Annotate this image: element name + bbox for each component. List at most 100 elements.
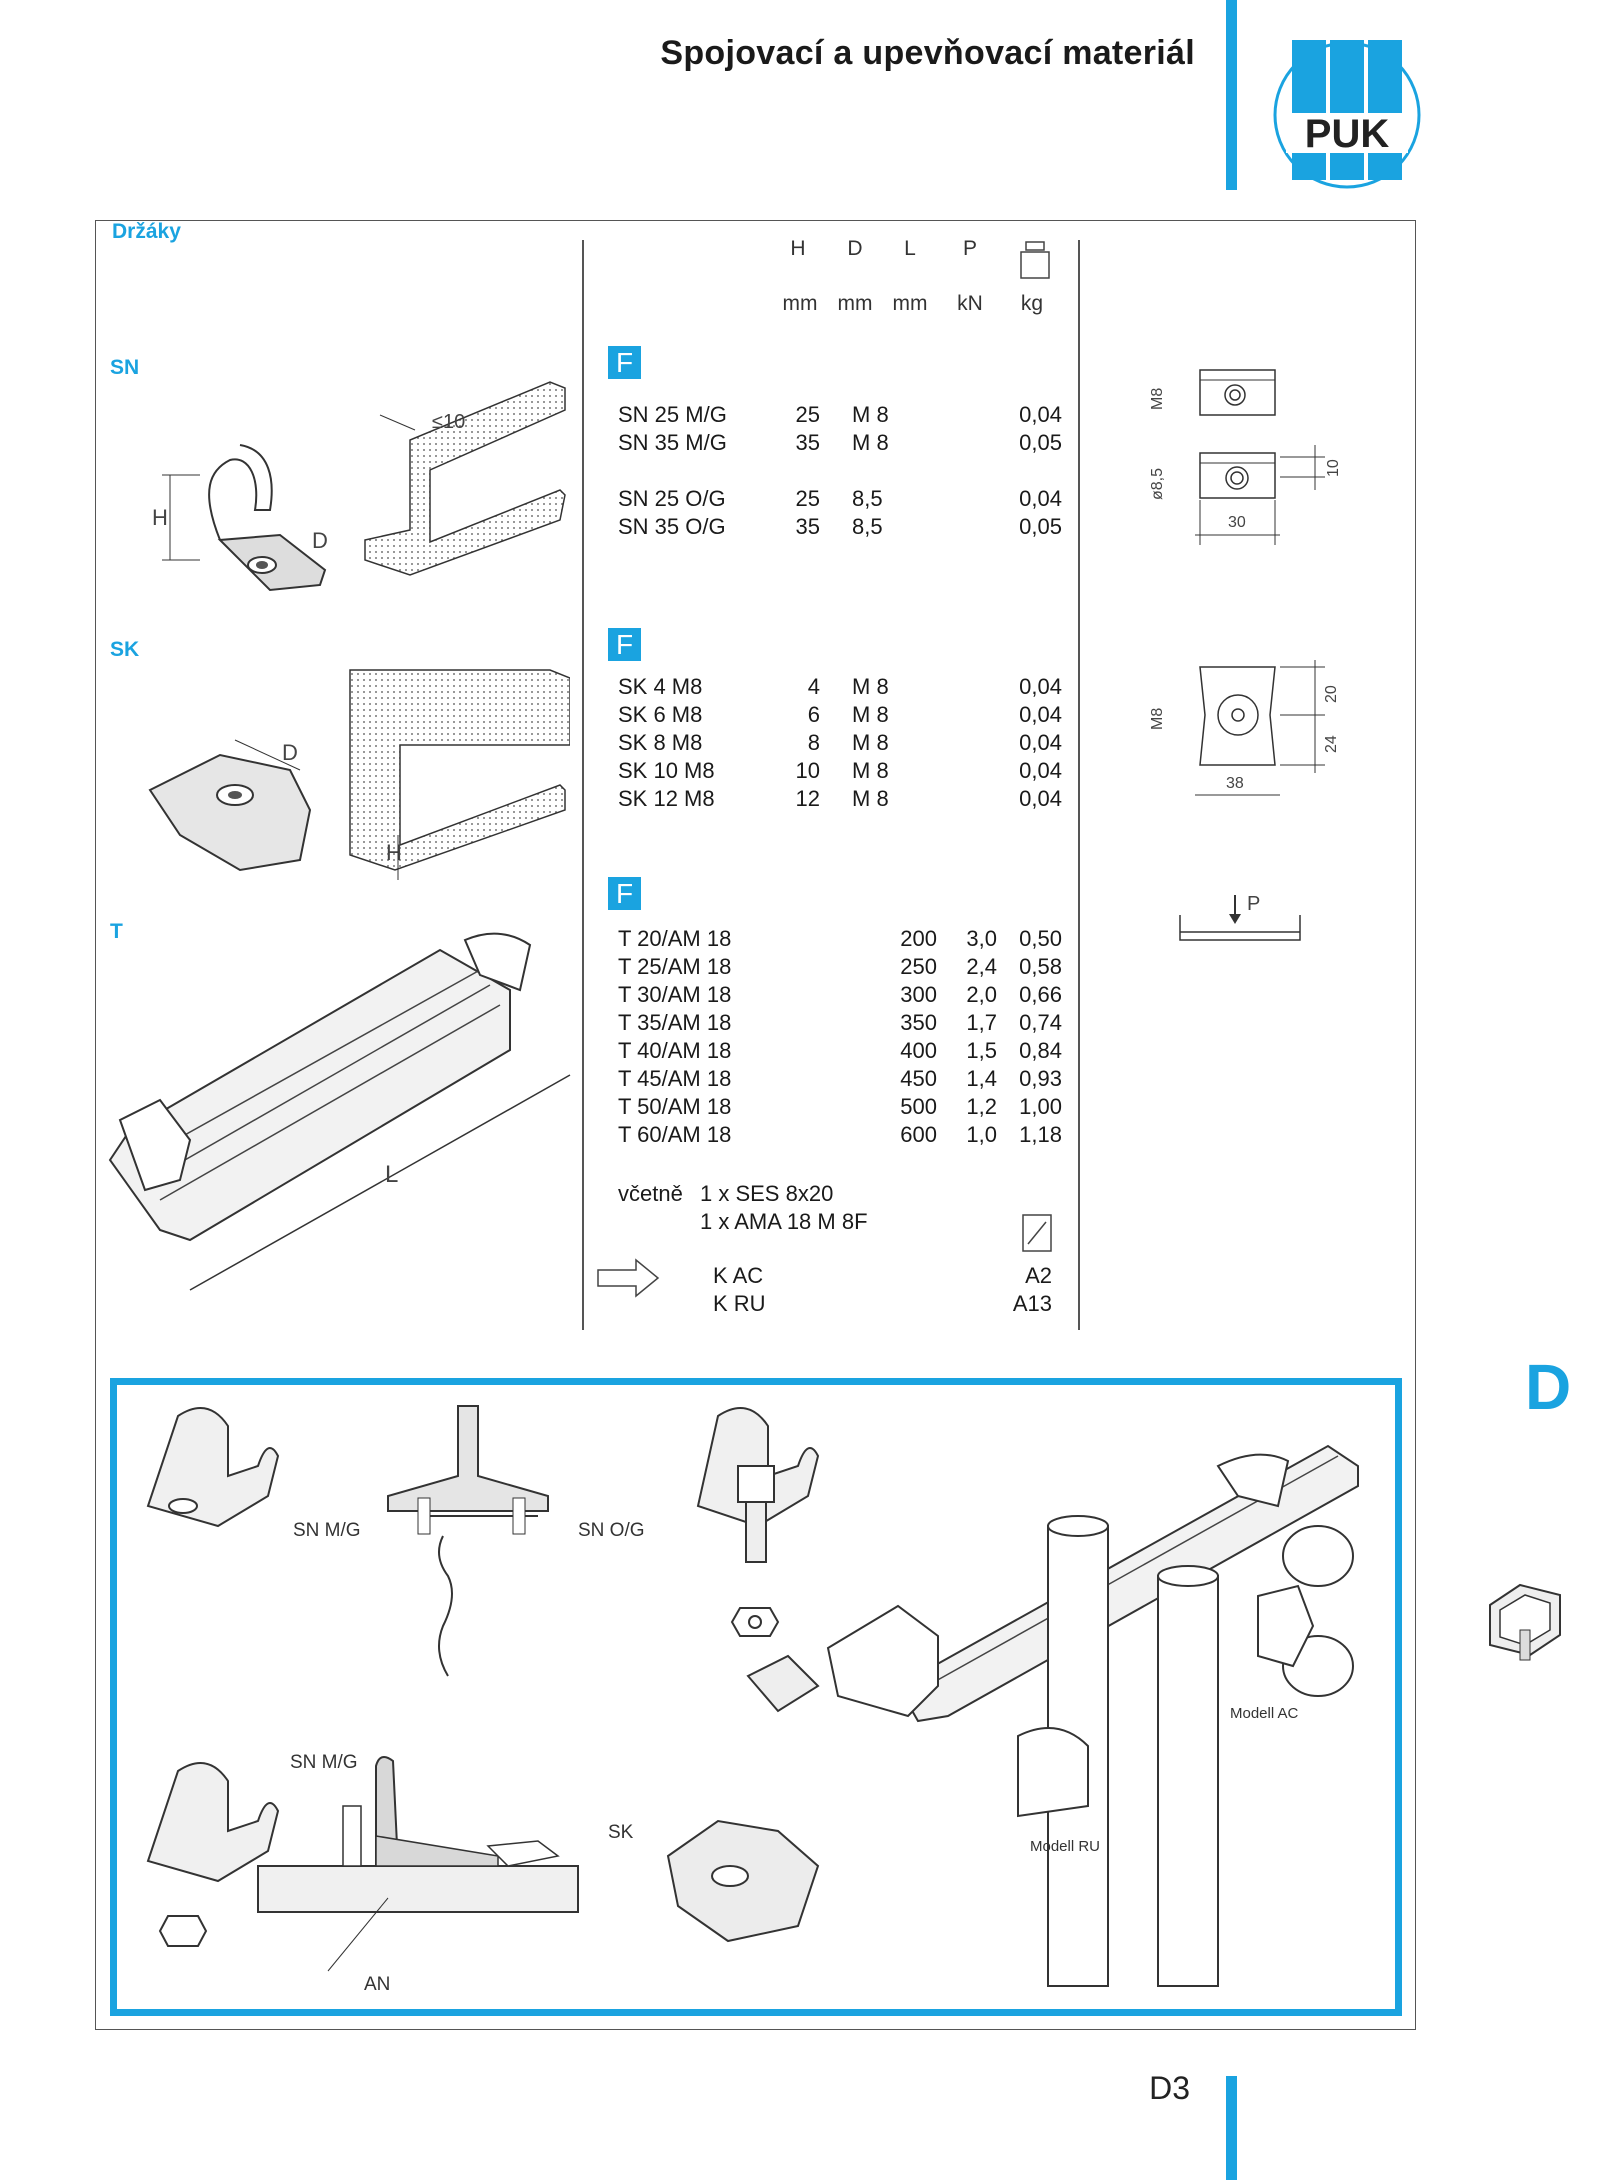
weight-icon	[1020, 241, 1050, 279]
cell-h: 6	[807, 702, 820, 727]
badge-sk: F	[608, 628, 641, 661]
cell-name: T 20/AM 18	[618, 926, 732, 951]
ref-name-2: K RU	[713, 1291, 766, 1316]
page-number: D3	[1149, 2070, 1190, 2106]
accent-bar-top	[1226, 0, 1237, 190]
cell-name: SN 25 O/G	[618, 486, 726, 511]
cell-d: M 8	[852, 402, 889, 427]
cell-name: T 45/AM 18	[618, 1066, 732, 1091]
cell-kg: 0,05	[1019, 430, 1062, 455]
cell-d: M 8	[852, 702, 889, 727]
label-modell-ac: Modell AC	[1230, 1705, 1299, 1722]
page-ref-icon	[1022, 1214, 1052, 1252]
cell-l: 300	[900, 982, 937, 1007]
divider-left	[582, 240, 584, 1330]
includes-item-2: 1 x AMA 18 M 8F	[700, 1209, 868, 1234]
cell-kg: 0,74	[1019, 1010, 1062, 1035]
includes-item-1: 1 x SES 8x20	[700, 1181, 834, 1206]
application-panel	[110, 1378, 1402, 2016]
sn-dim-w30: 30	[1228, 514, 1246, 531]
cell-kg: 0,04	[1019, 730, 1062, 755]
sk-dim-m8: M8	[1149, 708, 1166, 730]
cell-d: M 8	[852, 674, 889, 699]
cell-kg: 0,66	[1019, 982, 1062, 1007]
side-tab-letter: D	[1525, 1351, 1572, 1423]
cell-p: 2,4	[966, 954, 997, 979]
sk-h-label: H	[386, 840, 402, 865]
sk-d-label: D	[282, 740, 298, 765]
cell-kg: 0,84	[1019, 1038, 1062, 1063]
cell-h: 10	[795, 758, 820, 783]
cell-name: T 40/AM 18	[618, 1038, 732, 1063]
sk-dim-w38: 38	[1226, 775, 1244, 792]
label-sn-mg: SN M/G	[293, 1520, 361, 1541]
t-p-label: P	[1247, 893, 1260, 915]
cell-name: T 30/AM 18	[618, 982, 732, 1007]
cell-h: 25	[795, 486, 820, 511]
label-modell-ru: Modell RU	[1030, 1838, 1100, 1855]
cell-d: M 8	[852, 730, 889, 755]
cell-p: 1,0	[966, 1122, 997, 1147]
cell-d: M 8	[852, 758, 889, 783]
application-drawing: SN M/G SN O/G Modell AC Modell RU SN M/G…	[146, 1405, 1359, 1995]
cell-name: SN 35 M/G	[618, 430, 727, 455]
cell-name: SN 35 O/G	[618, 514, 726, 539]
table-row: SK 8 M8 8 M 8 0,04	[0, 729, 1600, 757]
cell-name: SK 8 M8	[618, 730, 703, 755]
col-l: L	[904, 237, 916, 260]
ref-page-1: A2	[1025, 1263, 1052, 1288]
cell-p: 1,4	[966, 1066, 997, 1091]
ref-page-2: A13	[1012, 1291, 1052, 1316]
col-d: D	[847, 237, 863, 260]
ref-name-1: K AC	[713, 1263, 764, 1288]
group-label-sn: SN	[110, 356, 140, 379]
divider-right	[1078, 240, 1080, 1330]
unit-p: kN	[957, 292, 983, 315]
cell-l: 450	[900, 1066, 937, 1091]
cell-l: 500	[900, 1094, 937, 1119]
cell-kg: 0,04	[1019, 702, 1062, 727]
cell-name: SK 12 M8	[618, 786, 715, 811]
sn-dim-sketch: M8 ø8,5 10 30	[1149, 369, 1340, 545]
cell-name: SN 25 M/G	[618, 402, 727, 427]
cell-h: 4	[807, 674, 820, 699]
unit-kg: kg	[1020, 292, 1044, 315]
puk-logo: PUK	[1273, 40, 1421, 189]
cell-p: 1,2	[966, 1094, 997, 1119]
sk-dim-h20: 20	[1323, 685, 1340, 703]
t-load-sketch: P	[1179, 893, 1301, 941]
cell-kg: 0,04	[1019, 486, 1062, 511]
t-drawing: L	[108, 932, 571, 1291]
cell-name: T 60/AM 18	[618, 1122, 732, 1147]
label-sk: SK	[608, 1822, 634, 1843]
cell-h: 8	[807, 730, 820, 755]
section-title: Držáky	[112, 220, 181, 243]
table-row: T 30/AM 18 300 2,0 0,66	[0, 981, 1600, 1009]
badge-t: F	[608, 877, 641, 910]
unit-l: mm	[892, 292, 928, 315]
sn-drawing: ≤10 H D	[152, 381, 566, 592]
cell-kg: 0,04	[1019, 758, 1062, 783]
t-l-label: L	[385, 1161, 398, 1188]
cell-l: 200	[900, 926, 937, 951]
cell-p: 1,7	[966, 1010, 997, 1035]
cell-name: T 50/AM 18	[618, 1094, 732, 1119]
label-sn-og: SN O/G	[578, 1520, 645, 1541]
sk-dim-sketch: M8 20 24 38	[1149, 660, 1340, 796]
side-clip-icon	[1489, 1583, 1561, 1661]
sk-drawing: D H	[148, 669, 570, 880]
catalog-frame	[95, 220, 1416, 2030]
cell-name: T 25/AM 18	[618, 954, 732, 979]
cell-h: 35	[795, 514, 820, 539]
cell-p: 2,0	[966, 982, 997, 1007]
